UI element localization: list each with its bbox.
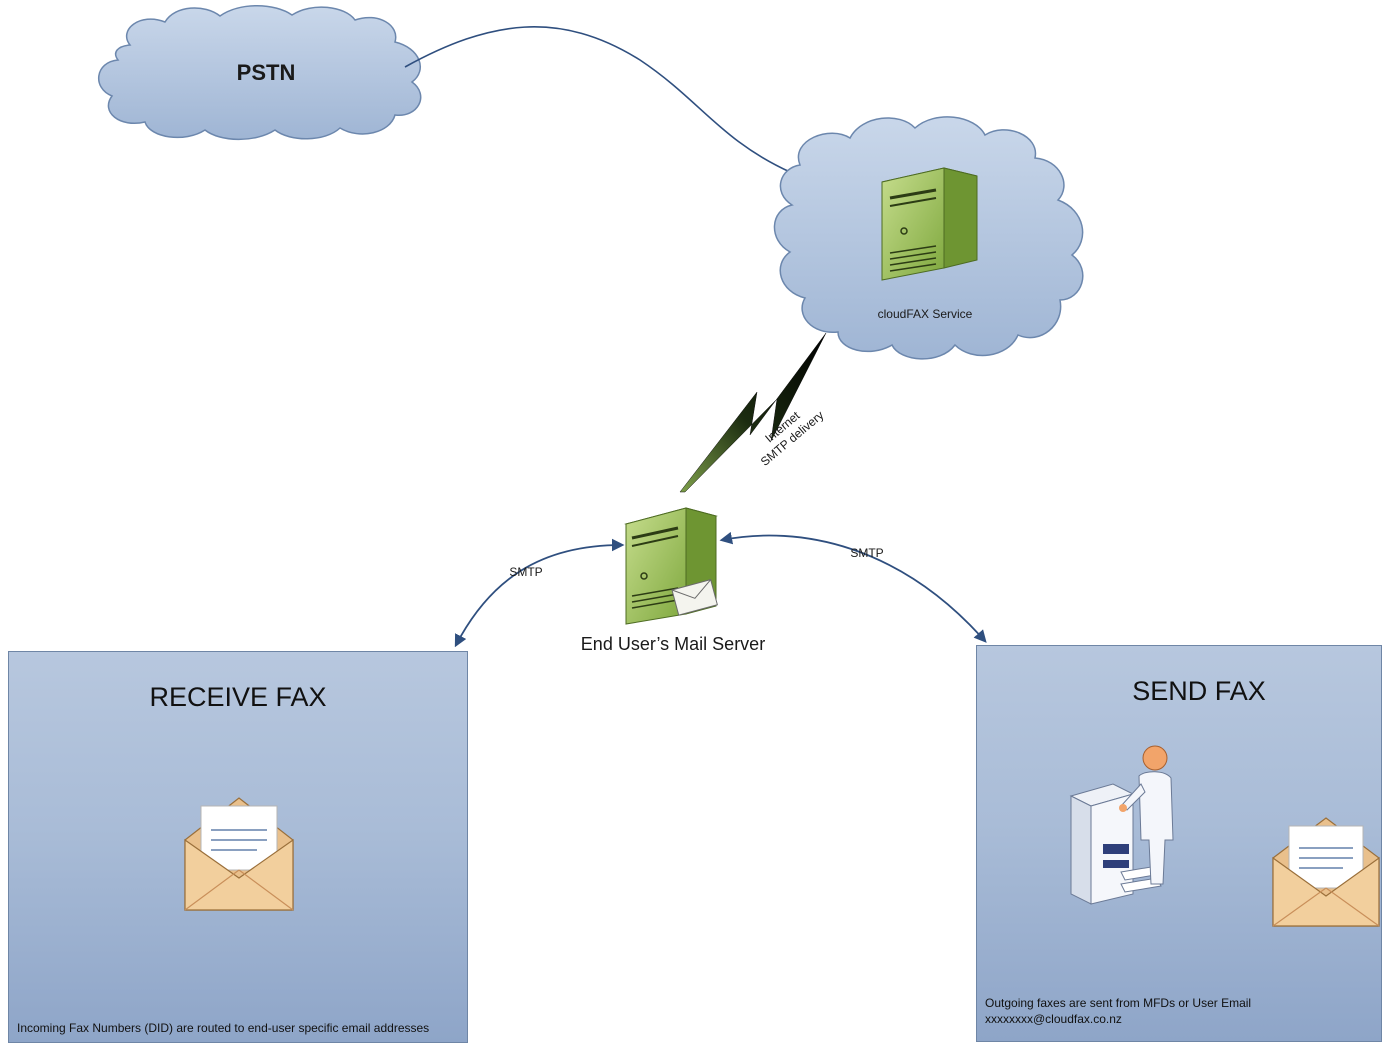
smtp-right-label: SMTP bbox=[850, 546, 883, 560]
cloudfax-service-label: cloudFAX Service bbox=[878, 307, 973, 321]
pstn-connection-line bbox=[404, 26, 791, 173]
send-fax-note-line1: Outgoing faxes are sent from MFDs or Use… bbox=[985, 996, 1252, 1010]
send-fax-panel: SEND FAX Outgo bbox=[976, 645, 1382, 1042]
smtp-right-connector bbox=[719, 531, 987, 643]
pstn-cloud-icon bbox=[97, 5, 422, 141]
envelope-icon bbox=[183, 794, 295, 912]
smtp-left-label: SMTP bbox=[509, 565, 542, 579]
receive-fax-title: RECEIVE FAX bbox=[149, 682, 327, 712]
send-fax-title: SEND FAX bbox=[1132, 676, 1266, 706]
lightning-link-icon bbox=[679, 332, 827, 493]
mail-server-icon bbox=[624, 507, 718, 625]
receive-fax-panel: RECEIVE FAX Incoming Fax Numbers (DID) a… bbox=[8, 651, 468, 1043]
mfd-user-icon bbox=[1061, 744, 1181, 916]
receive-fax-note: Incoming Fax Numbers (DID) are routed to… bbox=[17, 1021, 430, 1035]
mail-server-label: End User’s Mail Server bbox=[581, 634, 765, 654]
pstn-label: PSTN bbox=[237, 60, 296, 85]
send-fax-note-line2: xxxxxxxx@cloudfax.co.nz bbox=[985, 1012, 1122, 1026]
smtp-left-connector bbox=[454, 538, 625, 648]
envelope-icon bbox=[1271, 814, 1381, 928]
server-icon bbox=[881, 167, 978, 281]
send-fax-note: Outgoing faxes are sent from MFDs or Use… bbox=[985, 995, 1251, 1027]
